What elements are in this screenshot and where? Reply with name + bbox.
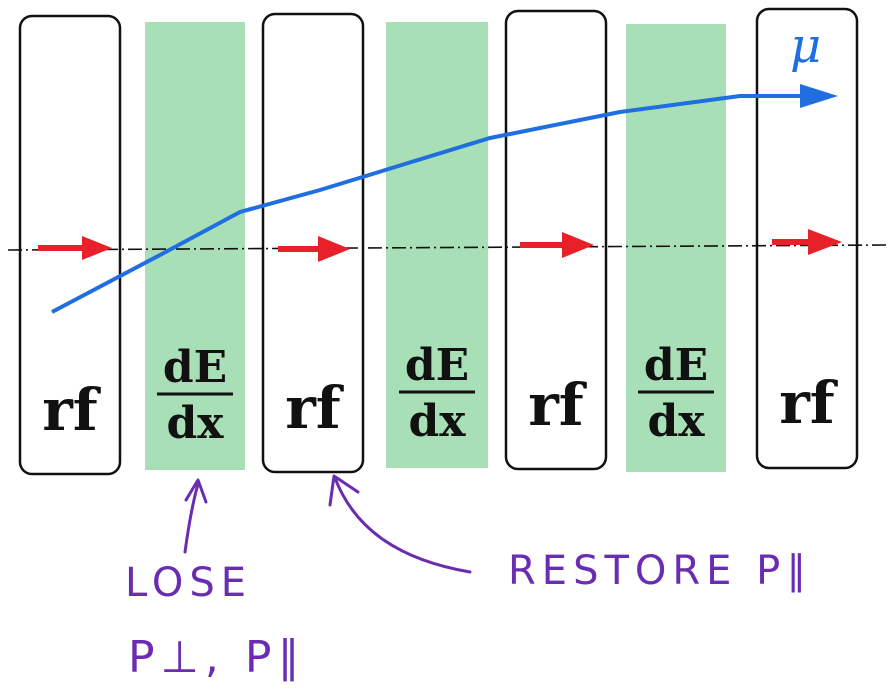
restore-pointer-arrow — [333, 476, 472, 574]
svg-text:dE: dE — [644, 340, 708, 391]
muon-arrowhead — [800, 84, 838, 108]
dedx-label-2: dE dx — [399, 340, 475, 447]
rf-label-1: rf — [42, 376, 102, 444]
rf-label-4: rf — [779, 369, 839, 437]
rf-kick-arrow-4 — [772, 229, 842, 255]
dedx-label-3: dE dx — [638, 340, 714, 447]
beam-axis-line — [7, 244, 889, 251]
rf-kick-arrow-3 — [520, 232, 594, 258]
rf-label-2: rf — [285, 374, 345, 442]
annotation-restore: RESTORE P∥ — [508, 548, 812, 594]
annotation-lose-momenta: P⊥, P∥ — [128, 632, 305, 683]
svg-text:dE: dE — [163, 342, 227, 393]
svg-text:dx: dx — [648, 396, 706, 447]
rf-cavity-4 — [755, 7, 859, 470]
svg-text:dx: dx — [409, 396, 467, 447]
svg-text:dE: dE — [405, 340, 469, 391]
svg-text:dx: dx — [167, 398, 225, 449]
rf-label-3: rf — [528, 371, 588, 439]
rf-cavity-2 — [261, 12, 365, 474]
muon-trajectory — [51, 94, 805, 314]
lose-pointer-arrow — [183, 482, 200, 554]
annotation-lose: LOSE — [125, 560, 252, 606]
rf-kick-arrow-1 — [38, 236, 112, 260]
muon-label: μ — [790, 18, 821, 74]
absorber-strip-2 — [386, 22, 488, 468]
dedx-label-1: dE dx — [157, 342, 233, 449]
rf-kick-arrow-2 — [278, 236, 350, 262]
rf-cavity-3 — [504, 9, 608, 471]
